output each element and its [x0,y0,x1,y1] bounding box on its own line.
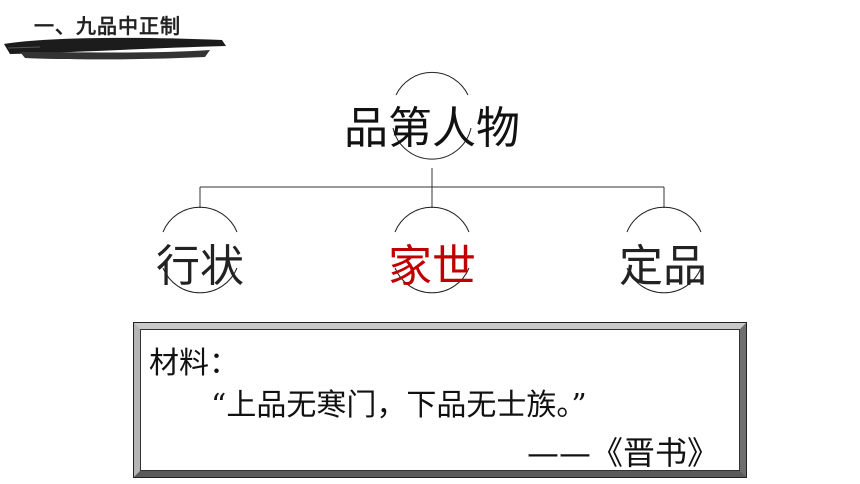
child-node-label-1: 行状 [156,241,244,292]
material-box-inner: 材料： “上品无寒门，下品无士族。” ——《晋书》 [140,329,740,472]
child-node-circle-2 [394,206,470,233]
diagram-connectors [162,72,702,294]
root-node-circle [395,72,469,96]
material-box: 材料： “上品无寒门，下品无士族。” ——《晋书》 [133,322,747,478]
root-node-label: 品第人物 [344,103,520,154]
child-node-circle-1 [162,206,238,233]
title-brush-stroke [4,37,226,60]
material-quote: “上品无寒门，下品无士族。” [211,388,587,423]
material-label: 材料： [149,346,239,381]
child-node-label-3: 定品 [619,241,707,292]
child-node-label-2: 家世 [388,241,476,292]
child-node-circle-3 [626,206,702,233]
section-title: 一、九品中正制 [34,14,181,38]
material-source: ——《晋书》 [526,434,719,472]
